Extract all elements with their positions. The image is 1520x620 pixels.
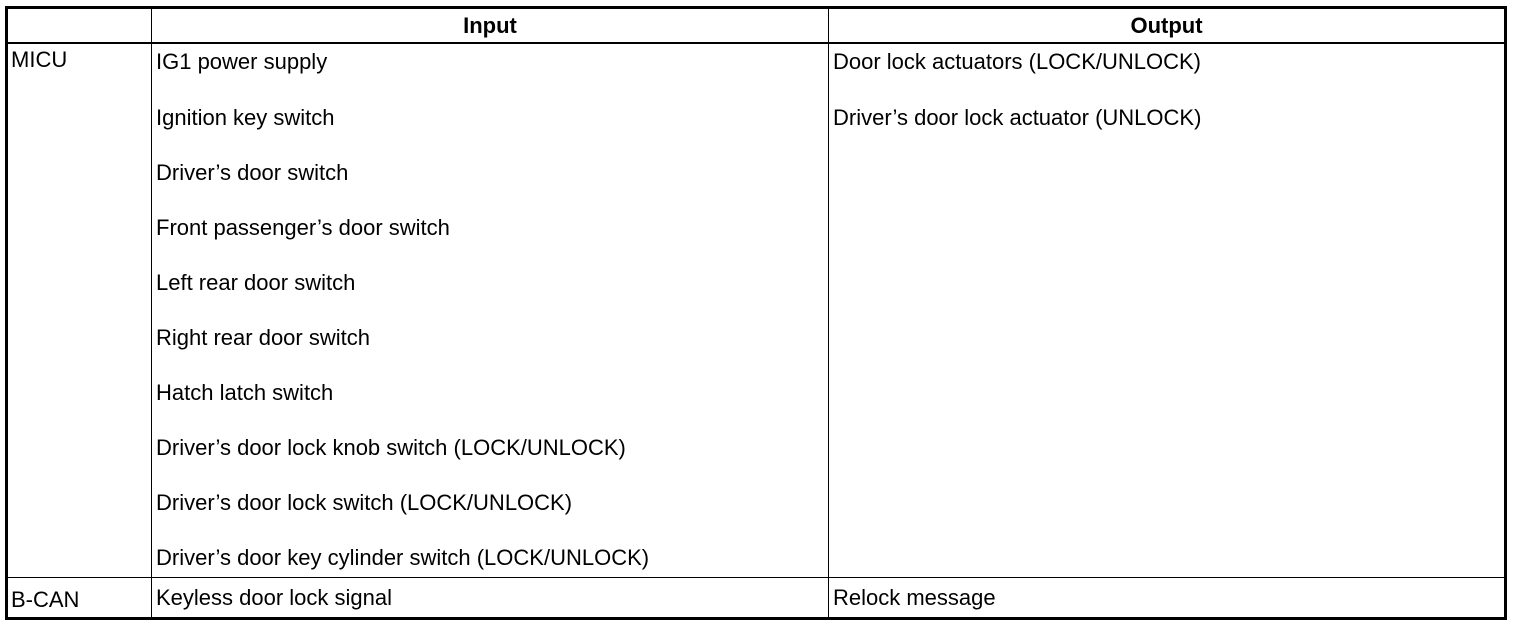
source-label: MICU — [11, 47, 68, 72]
source-label: B-CAN — [11, 587, 80, 612]
input-cell-bcan: Keyless door lock signal — [151, 577, 829, 619]
input-item: Driver’s door lock knob switch (LOCK/UNL… — [156, 435, 626, 460]
header-input: Input — [151, 7, 829, 44]
input-item: Right rear door switch — [156, 325, 370, 350]
header-source — [6, 7, 152, 44]
input-item: Ignition key switch — [156, 105, 335, 130]
input-cell-micu: IG1 power supply Ignition key switch Dri… — [151, 42, 829, 578]
input-item: Front passenger’s door switch — [156, 215, 450, 240]
io-table: Input Output MICU IG1 power supply Ignit… — [5, 6, 1507, 620]
row-source-bcan: B-CAN — [6, 577, 152, 619]
input-item: Driver’s door lock switch (LOCK/UNLOCK) — [156, 490, 573, 515]
input-item: Left rear door switch — [156, 270, 356, 295]
row-source-micu: MICU — [6, 42, 152, 578]
table-row: MICU IG1 power supply Ignition key switc… — [6, 42, 1506, 578]
output-cell-micu: Door lock actuators (LOCK/UNLOCK) Driver… — [828, 42, 1506, 578]
output-item: Door lock actuators (LOCK/UNLOCK) — [833, 49, 1201, 74]
input-item: Keyless door lock signal — [156, 585, 393, 610]
output-item: Relock message — [833, 585, 996, 610]
output-cell-bcan: Relock message — [828, 577, 1506, 619]
input-item: Driver’s door switch — [156, 160, 349, 185]
table-row: B-CAN Keyless door lock signal Relock me… — [6, 577, 1506, 619]
input-item: Hatch latch switch — [156, 380, 334, 405]
input-item: IG1 power supply — [156, 49, 328, 74]
output-item: Driver’s door lock actuator (UNLOCK) — [833, 105, 1202, 130]
header-row: Input Output — [6, 7, 1506, 44]
header-output: Output — [828, 7, 1506, 44]
input-item: Driver’s door key cylinder switch (LOCK/… — [156, 545, 650, 570]
